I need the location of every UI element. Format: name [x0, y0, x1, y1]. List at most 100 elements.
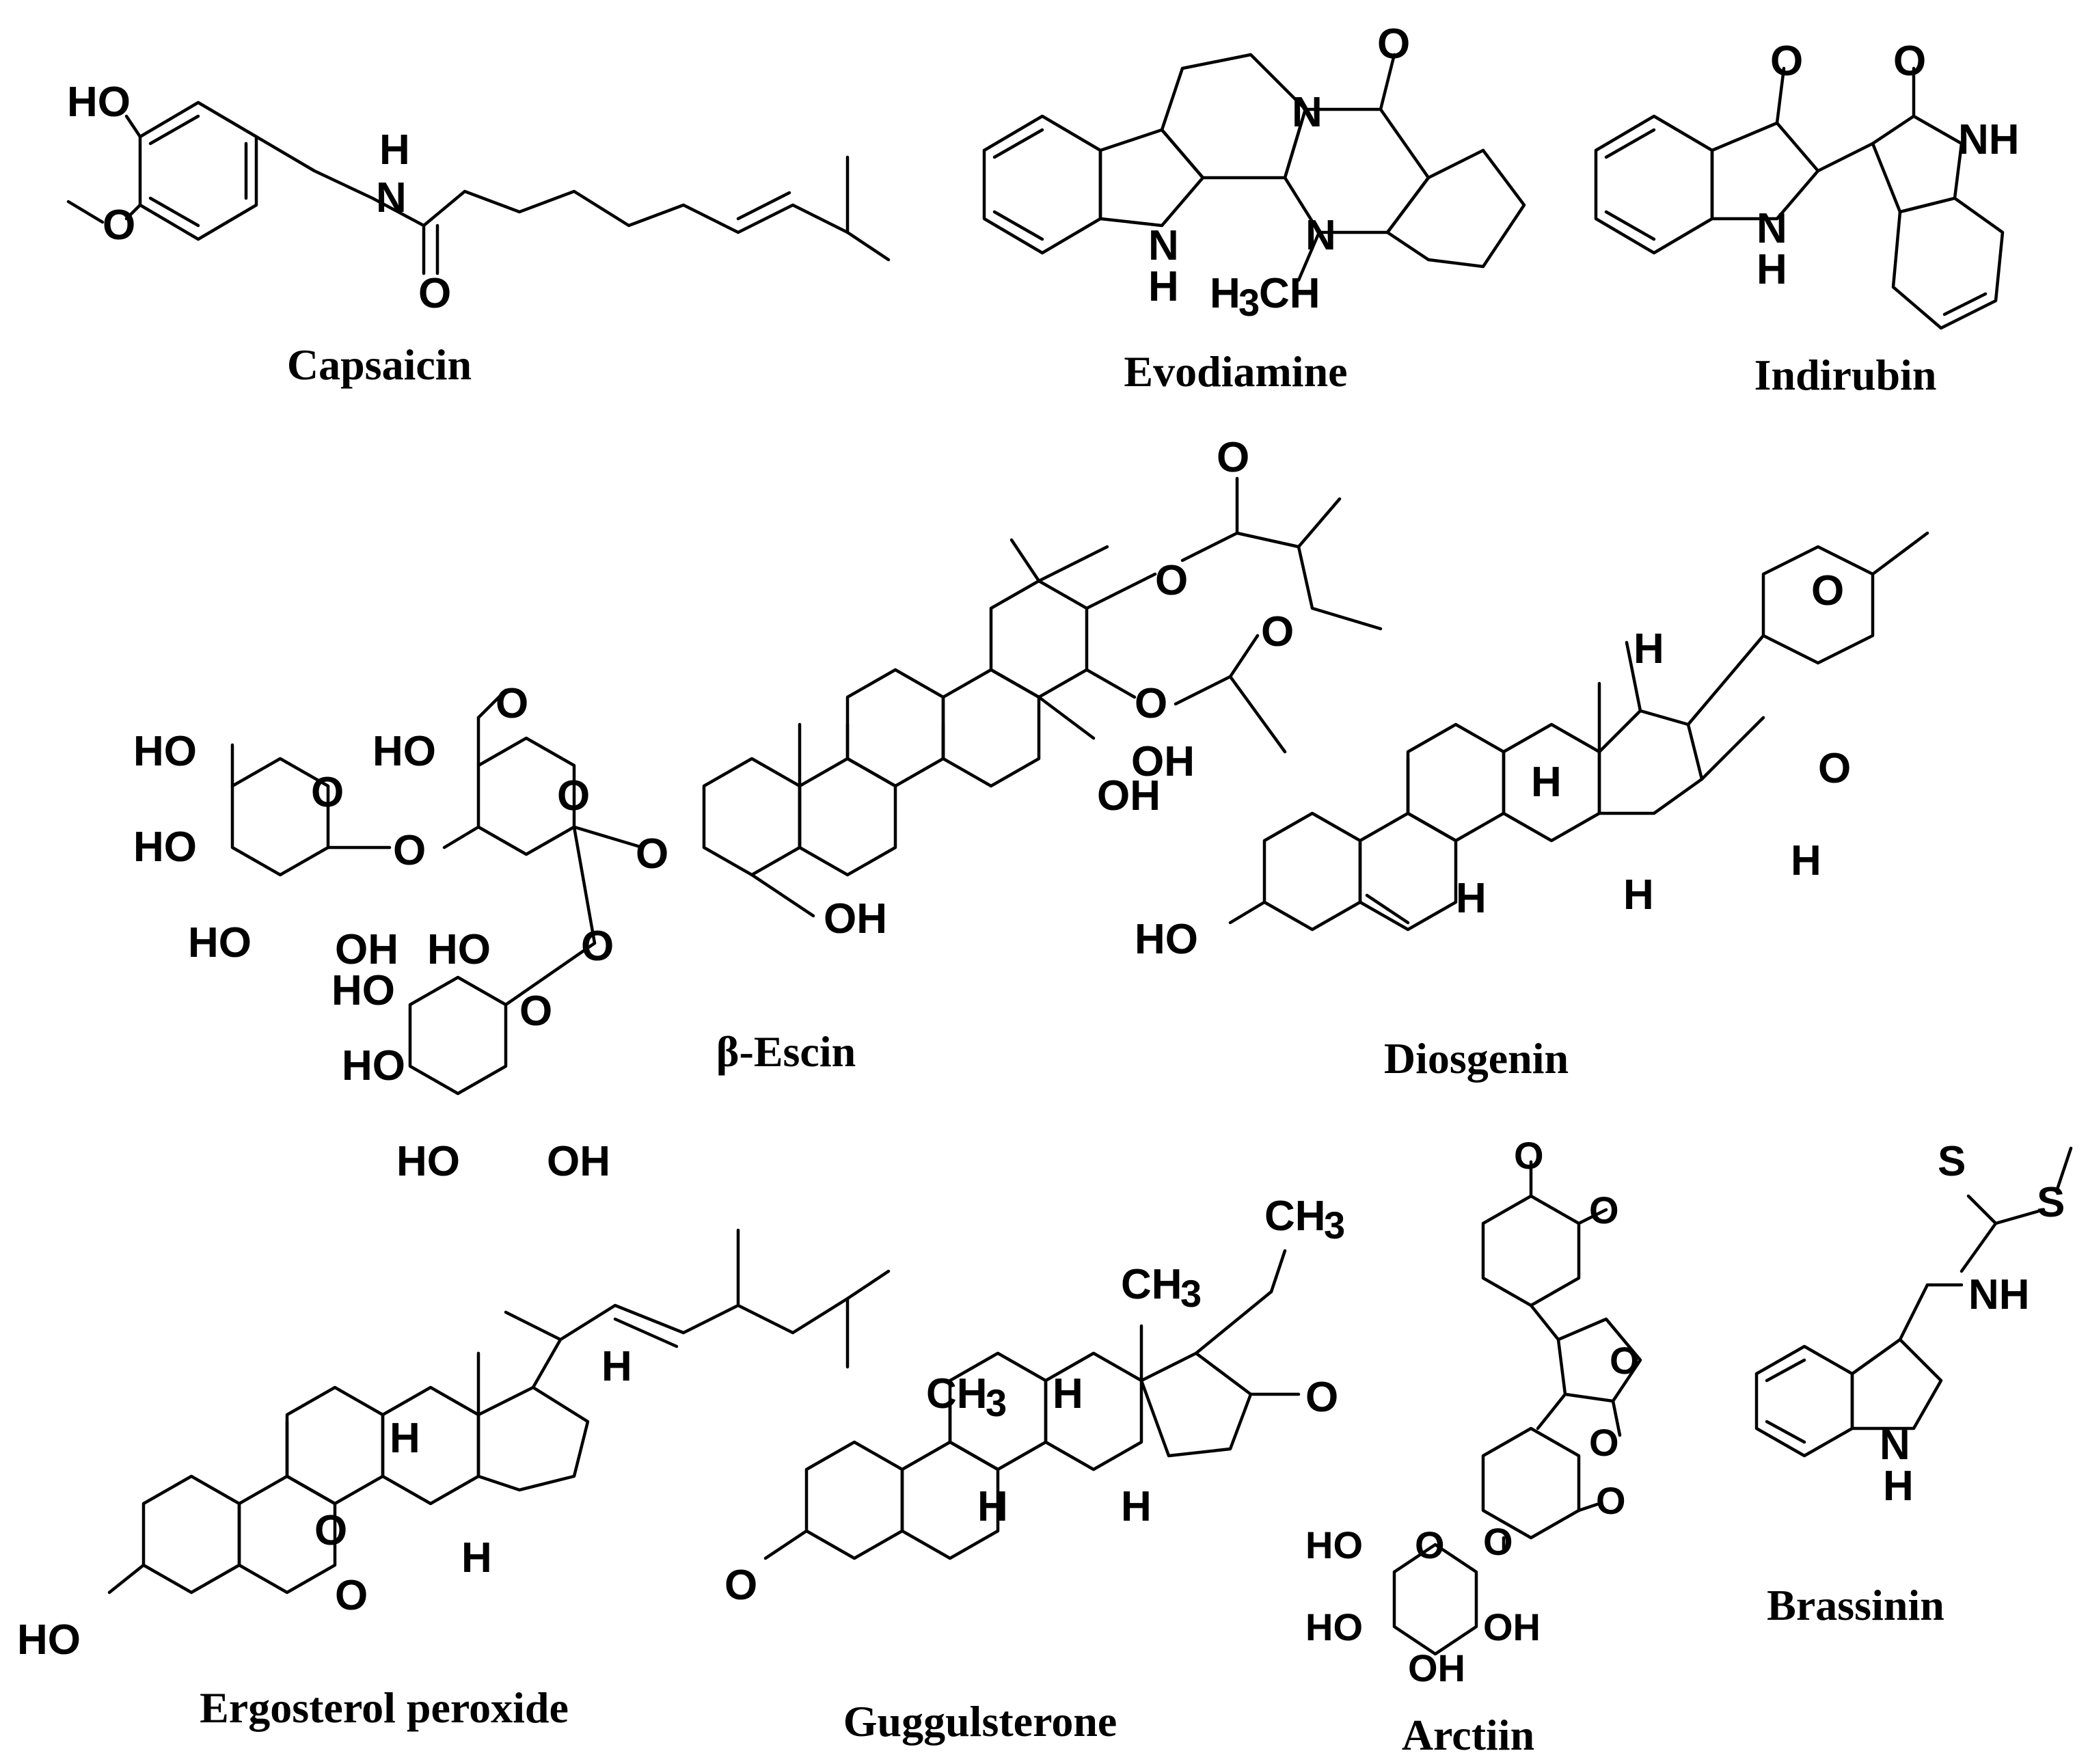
atom-label: N — [1292, 89, 1323, 136]
indirubin-double-bond — [1942, 292, 1988, 316]
atom-label: H — [379, 126, 410, 174]
atom-label: OH — [335, 926, 398, 973]
atom-label: HO — [133, 728, 197, 775]
atom-label: O — [311, 769, 344, 816]
evodiamine-benzene-ring-2 — [1385, 148, 1526, 269]
escin-glycosidic-bond — [442, 825, 480, 850]
atom-label: O — [1415, 1523, 1445, 1566]
compound-name-brassinin: Brassinin — [1767, 1581, 1944, 1629]
evodiamine-ring-c — [1160, 53, 1307, 180]
atom-label: O — [1377, 21, 1410, 68]
compound-name-guggulsterone: Guggulsterone — [843, 1697, 1117, 1746]
arctiin-methoxy-bond — [1577, 1502, 1601, 1512]
guggulsterone-ethylidene-bond — [1194, 1290, 1273, 1355]
atom-label: O — [1893, 38, 1926, 85]
diosgenin-spiro-bond — [1686, 634, 1765, 727]
structure-capsaicin: HO O H N O Capsaicin — [66, 79, 891, 389]
indirubin-benzene-ring-2 — [1891, 196, 2005, 330]
atom-label: NH — [1968, 1271, 2030, 1318]
atom-label: H — [977, 1483, 1008, 1530]
atom-label: O — [418, 270, 451, 317]
atom-label: HO — [188, 919, 252, 966]
atom-label: S — [1938, 1138, 1966, 1185]
atom-label: O — [1818, 745, 1851, 792]
atom-label: O — [1261, 608, 1294, 655]
compound-name-arctiin: Arctiin — [1402, 1711, 1534, 1759]
compound-name-indirubin: Indirubin — [1754, 351, 1937, 399]
atom-label: O — [581, 923, 614, 970]
atom-label: O — [1155, 557, 1188, 604]
escin-sugar-ring-3 — [408, 975, 508, 1096]
structure-indirubin: O O NH N H Indirubin — [1594, 38, 2020, 399]
ergosterol-ring-e — [476, 1385, 590, 1492]
atom-label: O — [557, 772, 590, 819]
escin-ester-bond — [1085, 668, 1137, 699]
atom-label: O — [1305, 1374, 1338, 1421]
arctiin-methoxy-bond — [1577, 1208, 1608, 1225]
atom-label: O — [1589, 1421, 1619, 1464]
atom-label: O — [519, 988, 552, 1035]
atom-label: N — [1880, 1422, 1910, 1469]
escin-methyl-bond — [1009, 538, 1041, 583]
capsaicin-bond — [124, 114, 142, 139]
atom-label: O — [496, 680, 528, 727]
atom-label: O — [1770, 38, 1803, 85]
atom-label: N — [1757, 205, 1787, 252]
atom-subscript: 3 — [986, 1381, 1007, 1424]
atom-label: N — [1148, 222, 1179, 269]
compound-name-diosgenin: Diosgenin — [1384, 1034, 1569, 1083]
atom-label: H — [1791, 837, 1821, 884]
atom-label: O — [1514, 1134, 1544, 1177]
brassinin-benzene-ring — [1754, 1344, 1854, 1458]
atom-label: H — [1148, 263, 1179, 310]
evodiamine-carbonyl-bond — [1379, 53, 1396, 111]
atom-label: O — [314, 1507, 347, 1554]
atom-label: OH — [1131, 738, 1195, 785]
atom-label: OH — [824, 895, 887, 942]
atom-label: H — [1456, 875, 1487, 922]
atom-label: OH — [1097, 772, 1161, 819]
arctiin-benzene-ring-1 — [1481, 1194, 1581, 1307]
capsaicin-double-bond — [148, 114, 200, 146]
structure-arctiin: O O O O O O O HO HO OH OH Arctiin — [1305, 1134, 1642, 1759]
atom-label: HO — [331, 967, 395, 1014]
diosgenin-spiro-bond — [1700, 716, 1765, 781]
indirubin-five-ring-2 — [1871, 114, 1964, 214]
capsaicin-chain — [254, 135, 891, 262]
evodiamine-benzene-ring — [982, 114, 1102, 255]
atom-label: O — [1217, 434, 1249, 481]
atom-label: HO — [133, 824, 197, 871]
indirubin-five-ring — [1710, 121, 1820, 221]
atom-label: HO — [427, 926, 491, 973]
escin-glycosidic-bond — [572, 825, 645, 850]
compound-name-capsaicin: Capsaicin — [287, 340, 472, 389]
escin-ring-e — [989, 579, 1089, 699]
atom-label: O — [1135, 680, 1167, 727]
atom-label: H — [1757, 246, 1787, 293]
atom-label: OH — [1408, 1646, 1465, 1690]
brassinin-thiocarbonyl — [1966, 1194, 1998, 1225]
atom-label: CH — [1259, 270, 1320, 317]
escin-acetyl-carbonyl — [1228, 634, 1260, 679]
atom-label: H — [1531, 759, 1562, 806]
atom-label: H — [1210, 270, 1240, 317]
atom-label: HO — [342, 1042, 405, 1089]
ergosterol-alkene-bond — [613, 1317, 679, 1348]
brassinin-thioether — [1994, 1208, 2046, 1225]
escin-carboxyl-bond — [476, 688, 508, 720]
compound-name-evodiamine: Evodiamine — [1124, 347, 1347, 396]
capsaicin-benzene-ring — [138, 100, 258, 241]
atom-label: O — [1596, 1479, 1626, 1522]
structure-diosgenin: HO H H H H H O O Diosgenin — [1135, 531, 1929, 1083]
structure-evodiamine: N H N O N H 3 CH Evodiamine — [982, 21, 1526, 396]
diosgenin-ring-a — [1262, 811, 1362, 932]
brassinin-double-bond — [1765, 1358, 1806, 1383]
atom-label: O — [1483, 1520, 1513, 1563]
ergosterol-ring-a — [141, 1474, 241, 1595]
atom-subscript: 3 — [1324, 1204, 1345, 1247]
escin-ring-c — [845, 668, 945, 788]
atom-label: CH — [1121, 1261, 1182, 1308]
escin-glycosidic-bond — [504, 941, 597, 1007]
arctiin-ch2-bond — [1536, 1392, 1567, 1430]
